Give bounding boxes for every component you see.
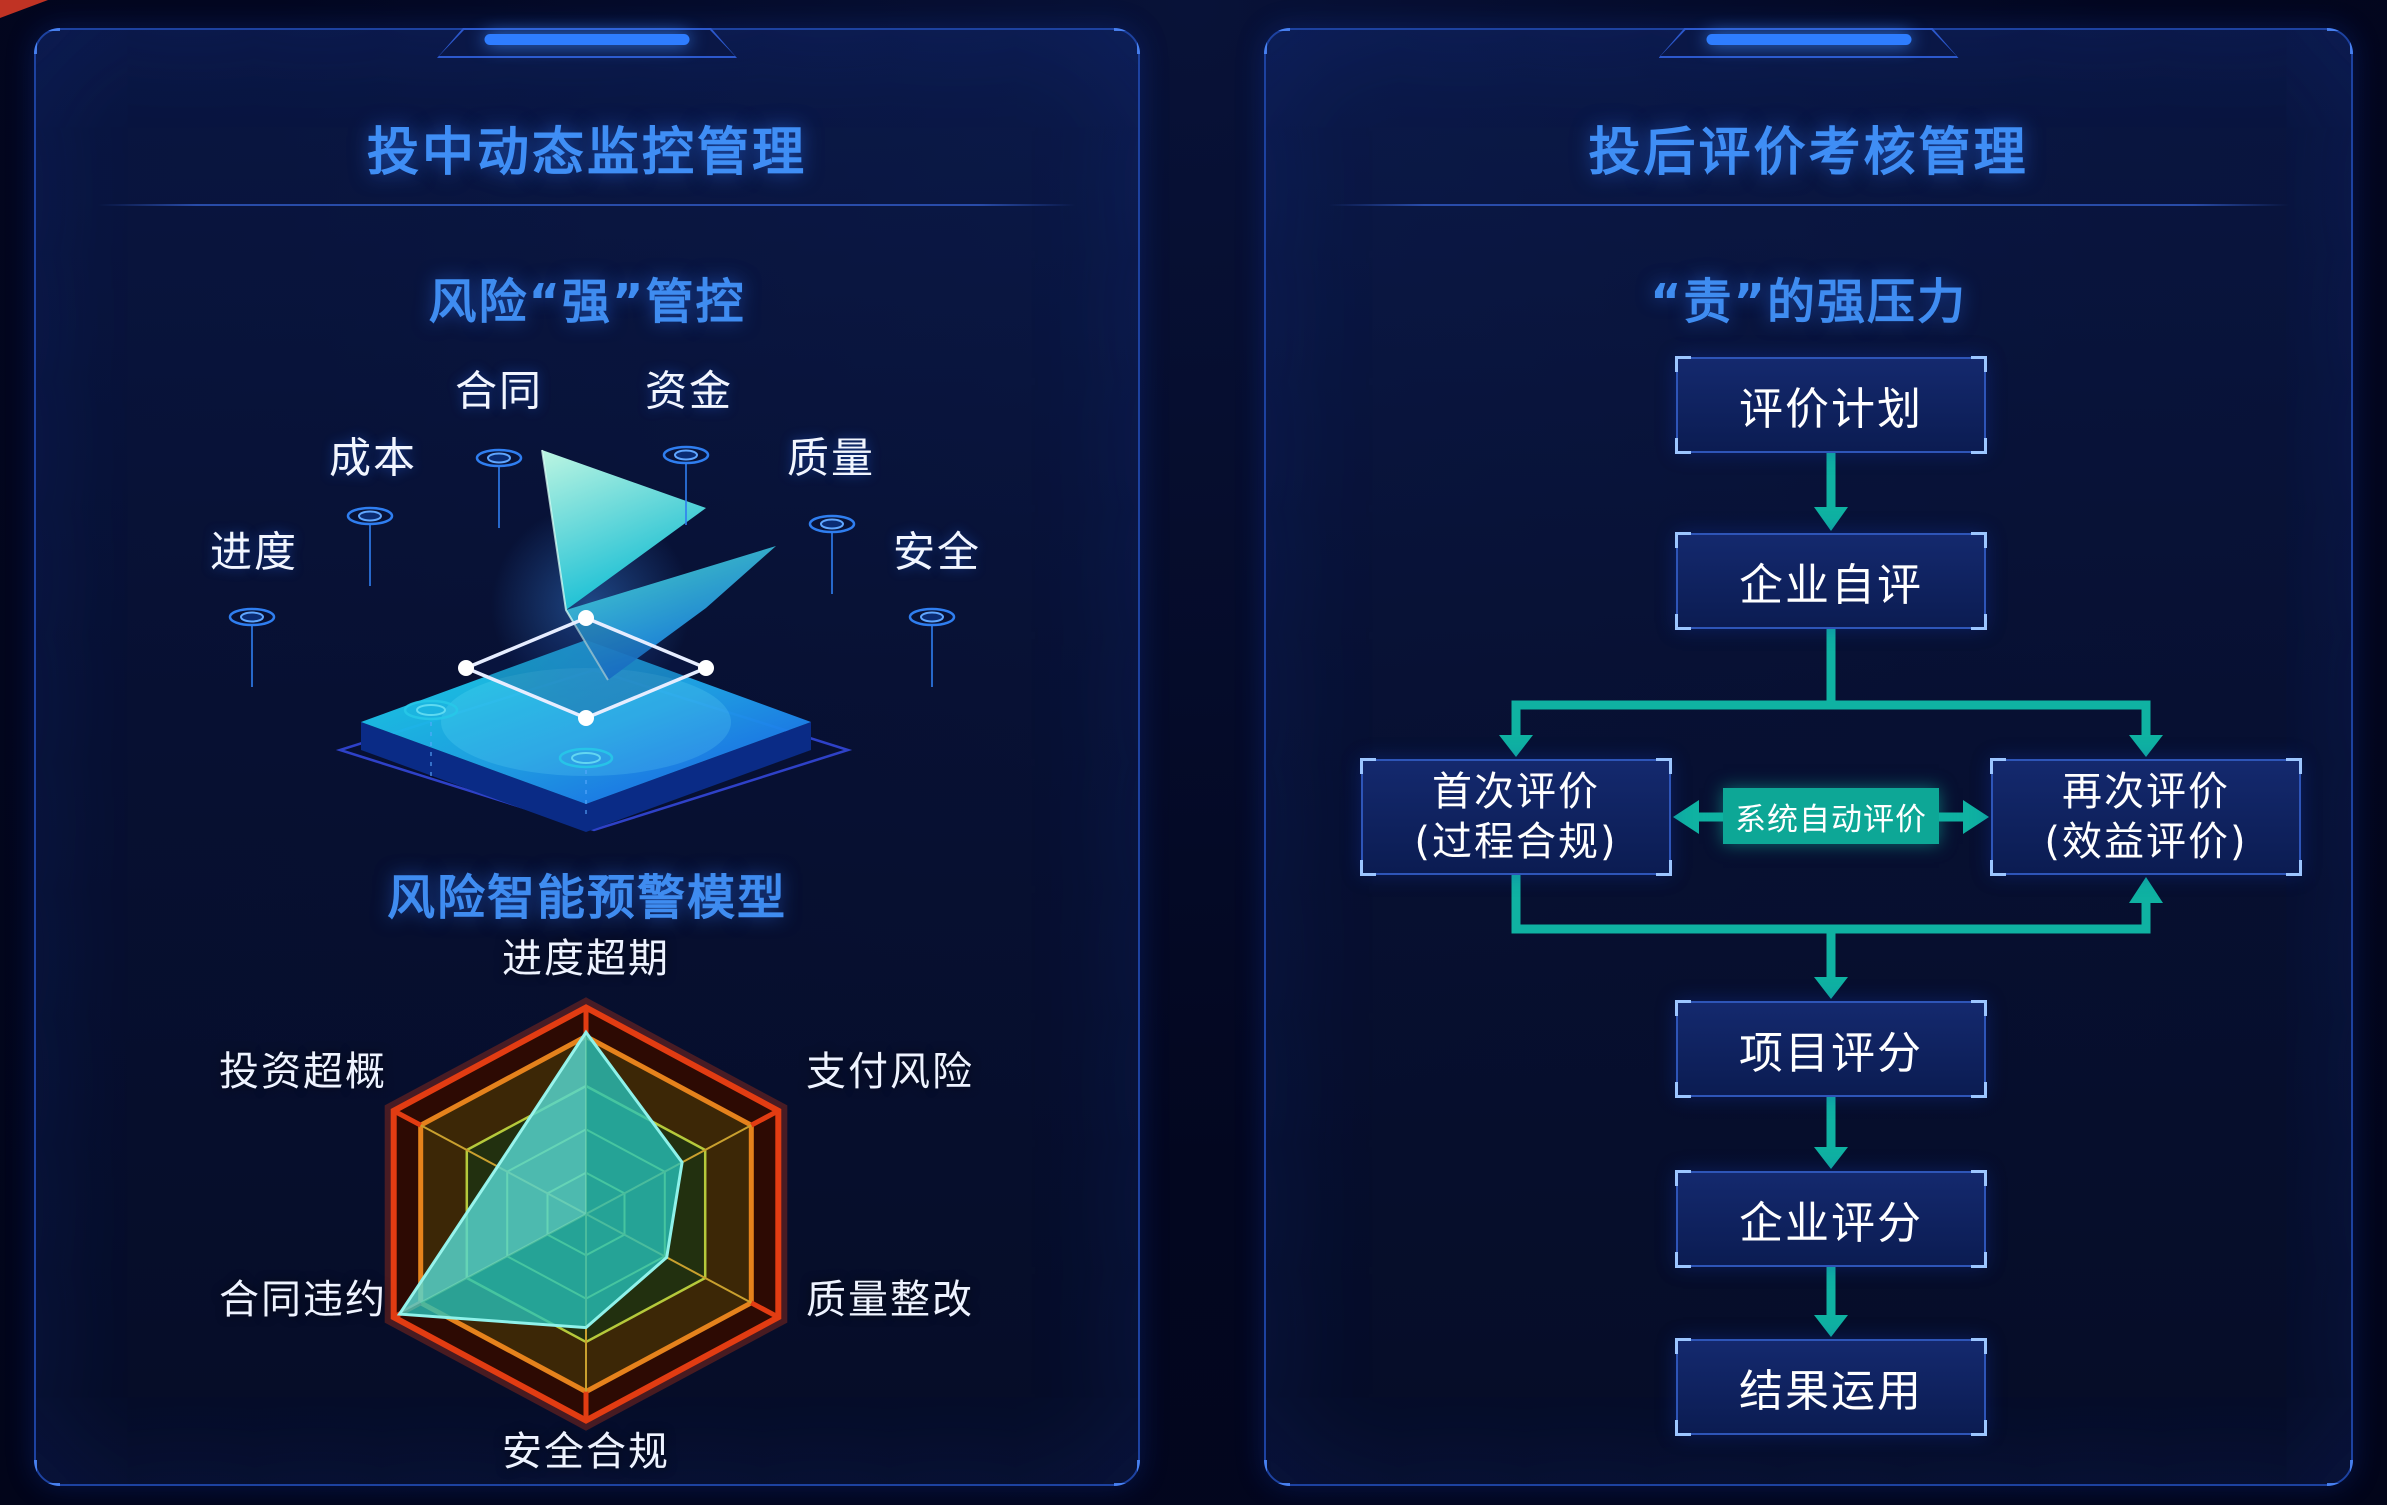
flow-step-re-evaluation: 再次评价 (效益评价) [1990,758,2302,876]
panel-post-investment-evaluation: 投后评价考核管理 “责”的强压力 [1264,28,2353,1486]
panel-investment-monitoring: 投中动态监控管理 风险“强”管控 [34,28,1140,1486]
monitor-label-progress: 进度 [209,527,299,577]
flow-badge-auto-evaluation: 系统自动评价 [1723,788,1939,844]
flow-step-label-line2: (效益评价) [2044,819,2248,865]
tab-glow-bar [1706,34,1911,45]
monitor-label-quality: 质量 [786,433,876,483]
pin-marker-icon [228,607,276,687]
flow-step-first-evaluation: 首次评价 (过程合规) [1360,758,1672,876]
radar-axis-safety-compliance: 安全合规 [502,1429,670,1475]
risk-control-subtitle: 风险“强”管控 [428,274,746,330]
flow-step-enterprise-self-evaluation: 企业自评 [1675,532,1987,630]
left-panel-title: 投中动态监控管理 [366,123,807,183]
flow-step-result-application: 结果运用 [1675,1338,1987,1436]
pin-marker-icon [346,506,394,586]
flow-step-label: 结果运用 [1739,1366,1923,1417]
pin-marker-icon [908,607,956,687]
pin-marker-icon [808,514,856,594]
radar-chart-title: 风险智能预警模型 [386,870,787,926]
monitor-label-contract: 合同 [454,366,544,416]
flow-step-label: 评价计划 [1739,384,1923,435]
radar-axis-progress-overdue: 进度超期 [502,936,670,982]
monitor-label-safety: 安全 [892,527,982,577]
flow-step-label-line1: 首次评价 [1432,769,1600,815]
title-divider [1328,204,2289,206]
panel-top-tab [1658,28,1959,58]
radar-axis-contract-breach: 合同违约 [219,1277,387,1323]
right-panel-title: 投后评价考核管理 [1588,123,2029,183]
isometric-illustration [335,449,853,832]
radar-axis-quality-rectify: 质量整改 [806,1277,974,1323]
radar-axis-over-budget: 投资超概 [219,1049,387,1095]
flow-badge-label: 系统自动评价 [1735,801,1927,838]
radar-axis-payment-risk: 支付风险 [806,1049,974,1095]
panel-top-tab [437,28,737,58]
flow-step-label-line2: (过程合规) [1414,819,1618,865]
risk-radar-chart [384,997,788,1431]
corner-red-decoration [0,0,48,18]
flow-step-label: 企业自评 [1739,560,1923,611]
responsibility-subtitle: “责”的强压力 [1649,274,1968,330]
pin-marker-icon [475,448,523,528]
flow-step-evaluation-plan: 评价计划 [1675,356,1987,454]
flow-step-enterprise-score: 企业评分 [1675,1170,1987,1268]
tab-glow-bar [484,34,690,45]
monitor-label-cost: 成本 [328,433,418,483]
flow-step-project-score: 项目评分 [1675,1000,1987,1098]
title-divider [98,204,1076,206]
monitor-label-funds: 资金 [644,366,734,416]
flow-step-label-line1: 再次评价 [2062,769,2230,815]
flow-step-label: 项目评分 [1739,1028,1923,1079]
pin-marker-icon [662,445,710,525]
flow-step-label: 企业评分 [1739,1198,1923,1249]
